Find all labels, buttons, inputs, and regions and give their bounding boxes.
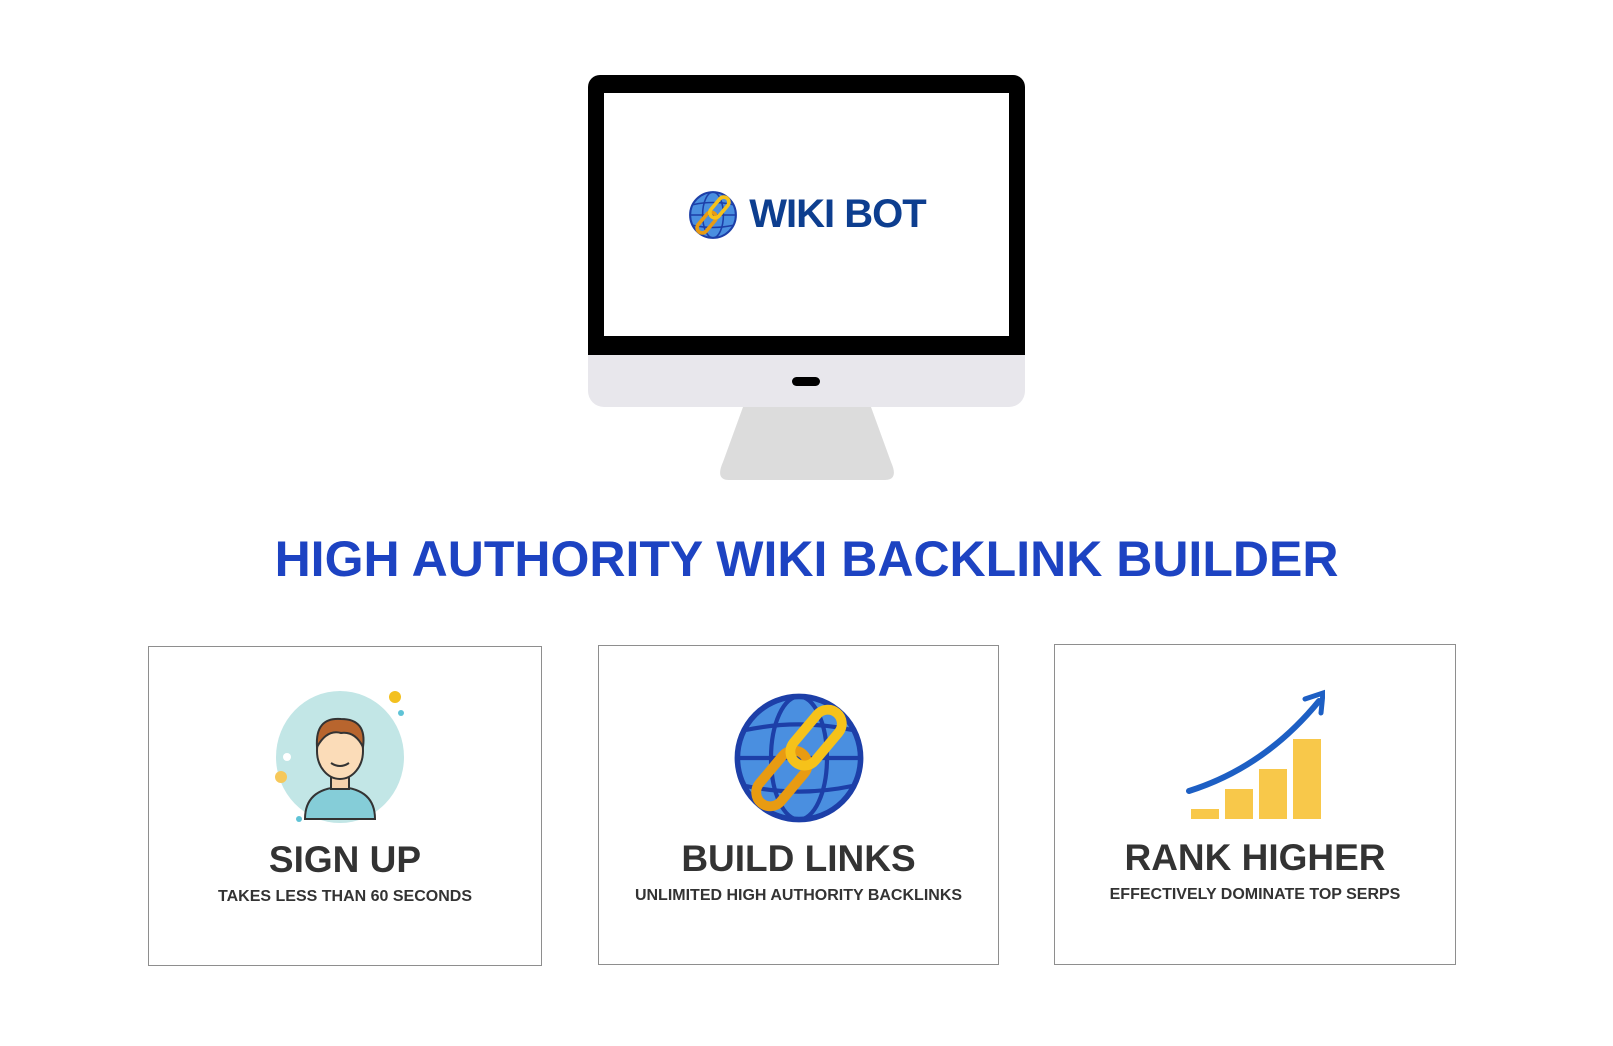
feature-title: SIGN UP [268, 839, 422, 880]
monitor-bezel: WIKI BOT [588, 75, 1025, 355]
feature-subtitle: EFFECTIVELY DOMINATE TOP SERPS [1109, 886, 1401, 903]
feature-subtitle: UNLIMITED HIGH AUTHORITY BACKLINKS [634, 887, 963, 904]
monitor-chin [588, 355, 1025, 407]
user-avatar-icon [275, 691, 404, 823]
globe-chain-icon [687, 189, 739, 241]
globe-chain-icon [729, 688, 869, 828]
monitor-screen: WIKI BOT [604, 93, 1009, 336]
monitor-stand [720, 407, 894, 480]
camera-icon [792, 377, 820, 386]
feature-subtitle: TAKES LESS THAN 60 SECONDS [218, 888, 472, 905]
feature-title: BUILD LINKS [681, 838, 916, 879]
feature-card-rank-higher: RANK HIGHER EFFECTIVELY DOMINATE TOP SER… [1054, 644, 1456, 965]
feature-card-build-links: BUILD LINKS UNLIMITED HIGH AUTHORITY BAC… [598, 645, 999, 965]
feature-card-sign-up: SIGN UP TAKES LESS THAN 60 SECONDS [148, 646, 542, 966]
page-headline: HIGH AUTHORITY WIKI BACKLINK BUILDER [274, 531, 1339, 587]
feature-title: RANK HIGHER [1124, 837, 1386, 878]
monitor-illustration: WIKI BOT [588, 75, 1025, 480]
growth-chart-icon [1186, 689, 1325, 819]
brand-name: WIKI BOT [749, 192, 926, 236]
